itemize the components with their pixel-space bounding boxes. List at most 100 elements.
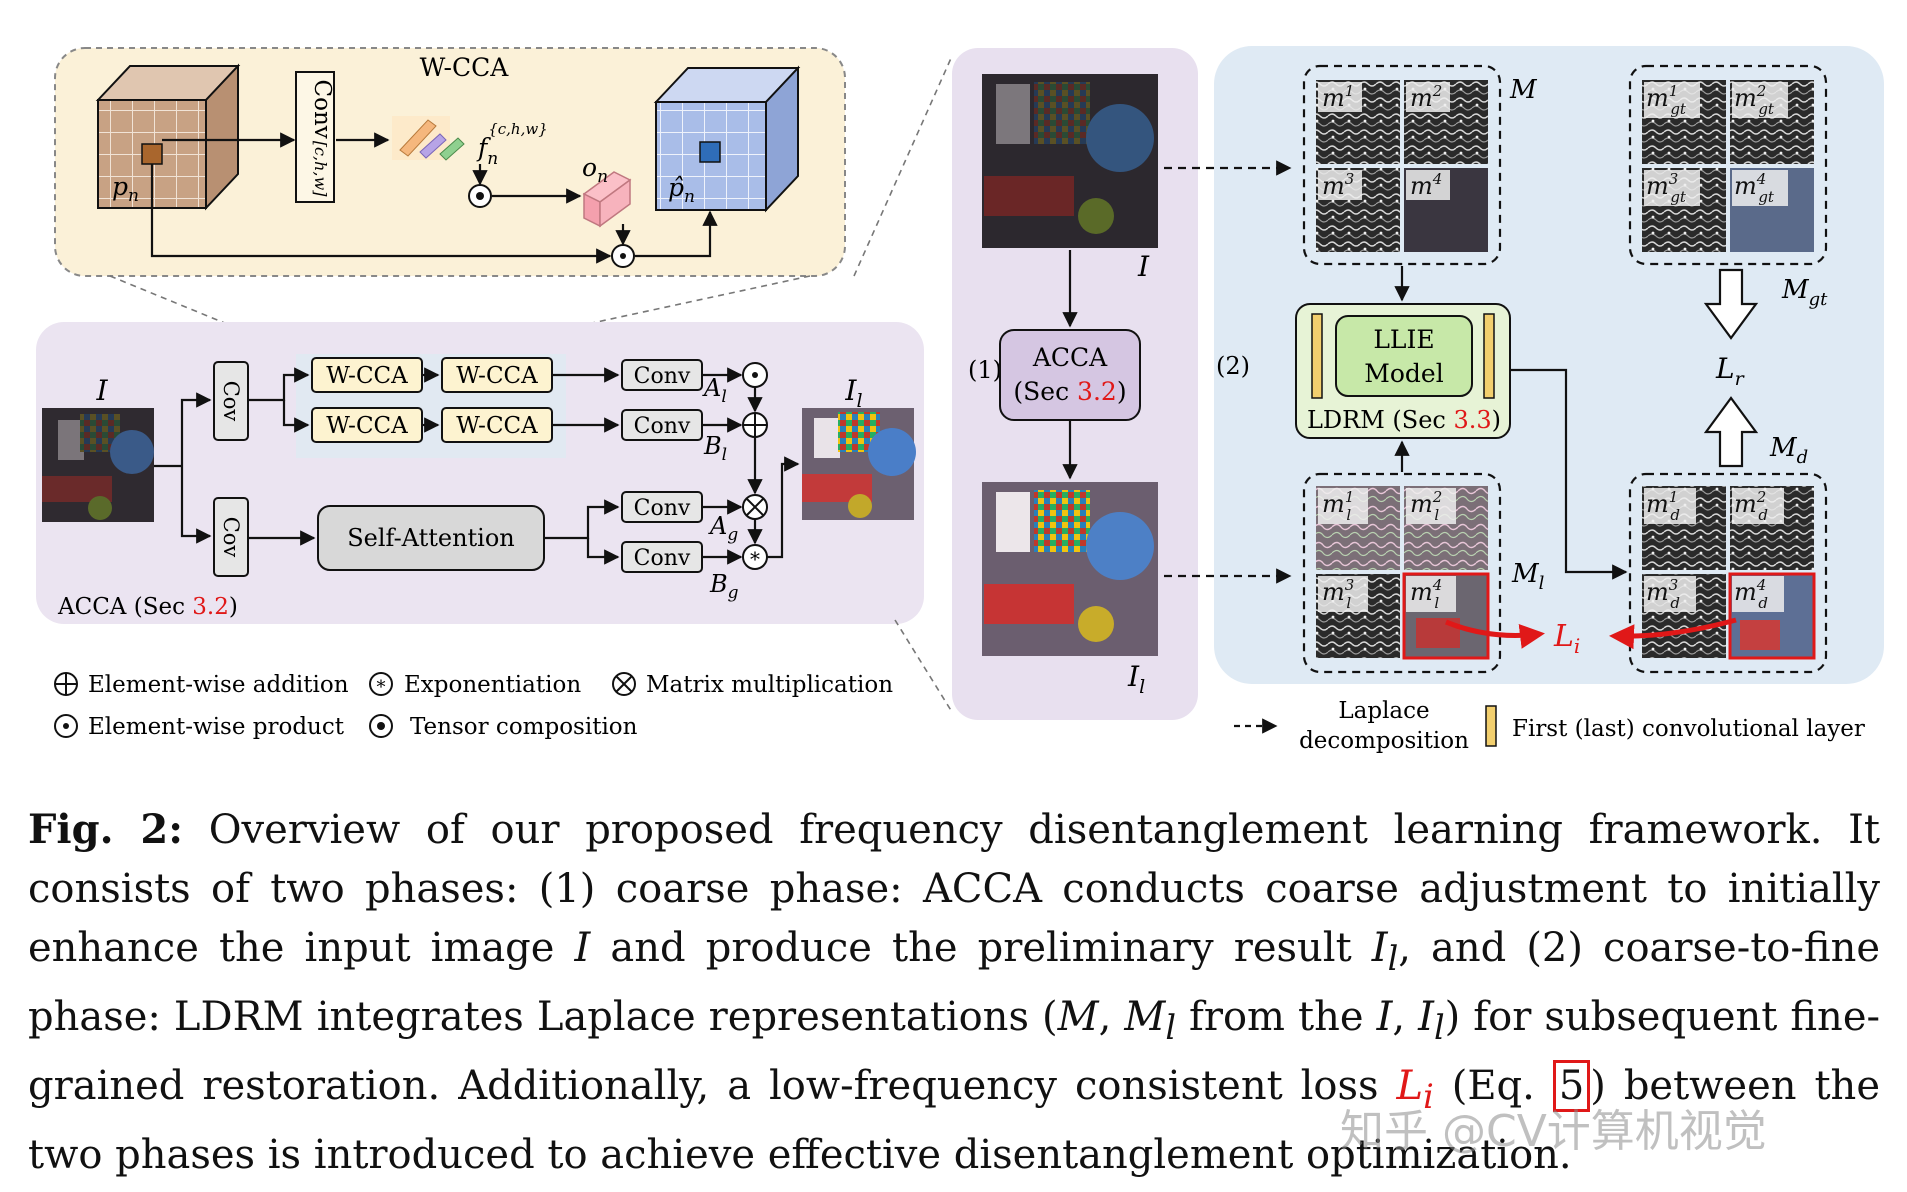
- acca-wcca-box-4: W-CCA: [441, 407, 553, 443]
- legend-product: Element-wise product: [54, 714, 345, 740]
- svg-text:Tensor composition: Tensor composition: [410, 714, 638, 740]
- svg-text:Conv: Conv: [634, 414, 691, 439]
- phase2-flow-arrows: [1394, 266, 1628, 580]
- op-add-node: [742, 412, 768, 438]
- Lr-label: Lr: [1715, 352, 1746, 390]
- tensor-composition-op: [468, 184, 492, 208]
- wcca-conv-box: Conv [c,h,w]: [295, 71, 335, 203]
- phase2-panel: (2) m1 m2 m3 m4 M: [1164, 46, 1884, 684]
- acca-cov-top: Cov: [213, 361, 249, 441]
- acca-conv-box-4: Conv: [621, 541, 703, 573]
- svg-text:Self-Attention: Self-Attention: [347, 524, 515, 552]
- equation-ref-link[interactable]: 5: [1552, 1060, 1591, 1112]
- legend-matmul: Matrix multiplication: [612, 672, 893, 698]
- svg-text:Conv: Conv: [634, 496, 691, 521]
- svg-text:W-CCA: W-CCA: [456, 363, 538, 389]
- phase1-top-label: I: [1137, 250, 1150, 283]
- caption-Li: Li: [1396, 1063, 1434, 1116]
- svg-text:m3d: m3d: [1646, 576, 1680, 612]
- svg-text:m1d: m1d: [1646, 488, 1680, 524]
- input-feature-cube: pn: [95, 63, 241, 211]
- M-label: M: [1509, 75, 1538, 105]
- Ml-label: Ml: [1511, 559, 1545, 594]
- phase1-input-image: [982, 74, 1158, 248]
- svg-text:Conv[c,h,w]: Conv [c,h,w]: [309, 80, 335, 198]
- svg-text:m2: m2: [1410, 82, 1442, 112]
- llie-label-2: Model: [1364, 359, 1443, 388]
- laplace-decomp-arrows: [1164, 160, 1292, 584]
- M-group: m1 m2 m3 m4 M: [1302, 64, 1538, 266]
- first-last-legend: First (last) convolutional layer: [1512, 716, 1865, 742]
- phase1-output-image: [982, 482, 1158, 656]
- laplace-legend-2: decomposition: [1299, 728, 1469, 754]
- p-hat-label: p̂n: [668, 173, 695, 207]
- A-g-label: Ag: [708, 512, 738, 545]
- svg-text:ACCA: ACCA: [1032, 343, 1108, 372]
- op-matmul-node: [742, 494, 768, 520]
- acca-cov-bottom: Cov: [213, 497, 249, 577]
- svg-text:Conv: Conv: [634, 364, 691, 389]
- legend-exponentiation: * Exponentiation: [369, 672, 581, 698]
- legend-addition: Element-wise addition: [54, 672, 349, 698]
- op-product-node: [742, 362, 768, 388]
- acca-arrows: [154, 367, 800, 565]
- laplace-legend-1: Laplace: [1338, 698, 1429, 724]
- phase2-marker: (2): [1216, 352, 1250, 380]
- wcca-arrows: [150, 132, 718, 264]
- phase1-marker: (1): [968, 356, 1002, 384]
- wcca-conv-label: Conv: [309, 80, 335, 139]
- figure-caption: Fig. 2: Overview of our proposed frequen…: [28, 806, 1881, 1178]
- Li-red-arrows: [1445, 617, 1737, 650]
- conv-layer-swatch: [1485, 705, 1497, 747]
- Mgt-label: Mgt: [1781, 275, 1828, 310]
- svg-text:Element-wise product: Element-wise product: [88, 714, 345, 740]
- B-g-label: Bg: [709, 570, 739, 603]
- svg-text:W-CCA: W-CCA: [456, 413, 538, 439]
- phase1-bottom-label: Il: [1127, 660, 1145, 698]
- acca-conv-box-2: Conv: [621, 409, 703, 441]
- on-label: on: [582, 153, 608, 187]
- B-l-label: Bl: [703, 432, 727, 465]
- Lr-hollow-arrows: [1703, 268, 1759, 468]
- svg-text:W-CCA: W-CCA: [326, 363, 408, 389]
- acca-panel: I Cov Cov W-CCA W-CCA W-CCA W-CCA Self-A…: [36, 322, 924, 624]
- legend-tensor-composition: Tensor composition: [369, 714, 638, 740]
- phase1-acca-box: ACCA (Sec 3.2): [999, 329, 1141, 421]
- acca-input-label: I: [95, 374, 108, 407]
- svg-text:m3: m3: [1322, 170, 1354, 200]
- on-block: on: [582, 153, 632, 228]
- watermark: 知乎 @CV计算机视觉: [1340, 1106, 1767, 1157]
- acca-footer: ACCA (Sec 3.2): [57, 594, 238, 620]
- output-feature-cube: p̂n: [653, 65, 801, 213]
- fn-label: fn{c,h,w}: [476, 120, 548, 169]
- llie-label-1: LLIE: [1373, 325, 1434, 354]
- fn-feature-bars: fn{c,h,w}: [392, 116, 548, 169]
- acca-output-label: Il: [844, 374, 862, 412]
- phase1-panel: (1) I ACCA (Sec 3.2) Il: [952, 48, 1198, 720]
- phase2-legend: Laplace decomposition First (last) convo…: [1234, 698, 1865, 754]
- wcca-panel: W-CCA pn Conv [c,h,w] fn{c,h,w}: [54, 47, 846, 277]
- svg-text:(Sec 3.2): (Sec 3.2): [1013, 377, 1126, 406]
- svg-text:m2l: m2l: [1410, 488, 1442, 524]
- acca-projection-lines: [853, 55, 953, 713]
- wcca-product-op: [611, 244, 635, 268]
- self-attention-box: Self-Attention: [317, 505, 545, 571]
- svg-text:*: *: [377, 677, 386, 698]
- acca-output-image: Il: [802, 374, 916, 520]
- wcca-conv-sub: [c,h,w]: [311, 141, 330, 197]
- svg-text:*: *: [750, 547, 760, 571]
- svg-text:m2d: m2d: [1734, 488, 1768, 524]
- svg-text:m3l: m3l: [1322, 576, 1354, 612]
- svg-text:m4: m4: [1410, 170, 1442, 200]
- Md-label: Md: [1769, 433, 1808, 468]
- acca-conv-box-1: Conv: [621, 359, 703, 391]
- wcca-title: W-CCA: [420, 53, 510, 82]
- acca-wcca-box-2: W-CCA: [441, 357, 553, 393]
- svg-text:Cov: Cov: [219, 517, 243, 558]
